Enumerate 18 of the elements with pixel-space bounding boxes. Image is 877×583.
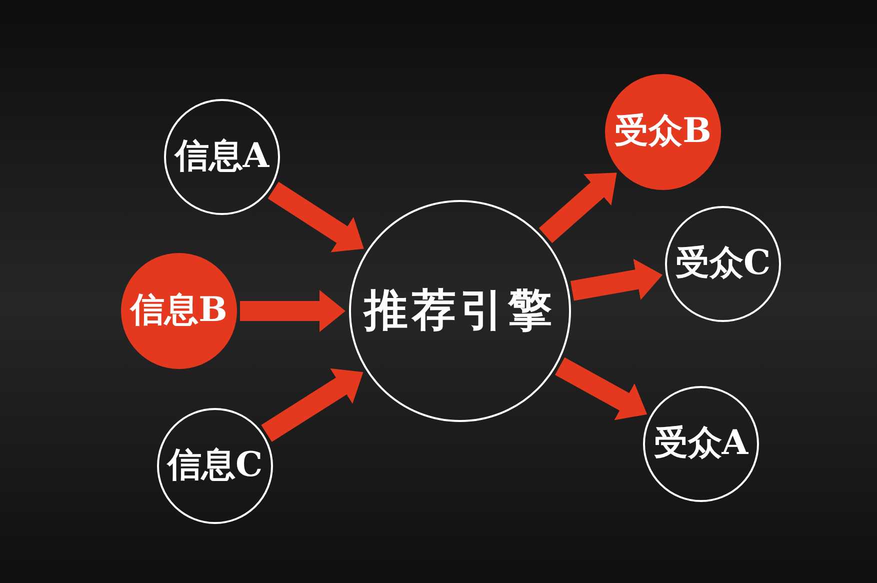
node-label: 推荐引擎: [364, 286, 556, 336]
arrow: [554, 357, 648, 420]
engine-circle: [349, 200, 571, 422]
node-label: 信息C: [167, 447, 263, 485]
arrow: [570, 258, 662, 301]
arrow: [268, 182, 364, 252]
node-label: 信息A: [174, 138, 270, 176]
node-label: 受众C: [675, 245, 771, 283]
arrow: [538, 172, 617, 244]
info-circle: [164, 99, 280, 215]
node-label: 受众A: [654, 425, 748, 463]
audience-circle: [665, 206, 781, 322]
info-circle: [157, 408, 273, 524]
node-label: 信息B: [130, 292, 228, 330]
arrow: [240, 290, 346, 332]
node-label: 受众B: [614, 113, 712, 151]
arrow: [261, 368, 364, 442]
audience-circle: [643, 386, 759, 502]
